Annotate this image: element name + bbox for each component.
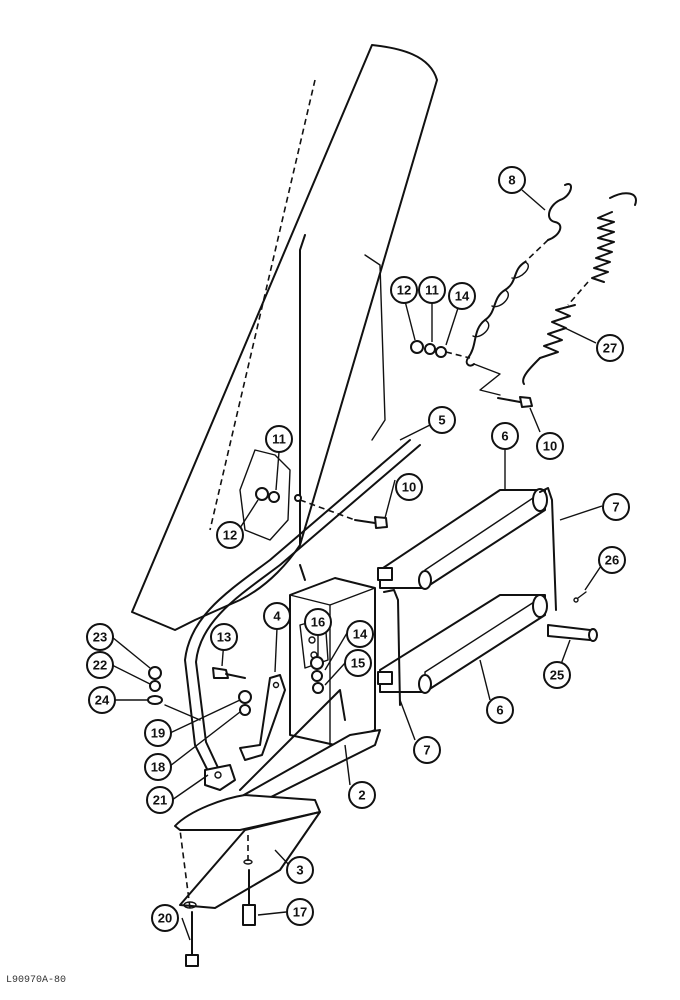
- svg-text:5: 5: [438, 413, 445, 428]
- svg-text:11: 11: [425, 283, 439, 298]
- spring: [522, 192, 637, 385]
- callout-4: 4: [263, 602, 291, 630]
- callout-20: 20: [151, 904, 179, 932]
- callout-12: 12: [390, 276, 418, 304]
- svg-text:17: 17: [293, 905, 307, 920]
- svg-text:3: 3: [296, 863, 303, 878]
- callout-25: 25: [543, 661, 571, 689]
- chain-hardware: [410, 340, 501, 396]
- callout-7: 7: [413, 736, 441, 764]
- arm-upper: [377, 488, 548, 590]
- callout-12: 12: [216, 521, 244, 549]
- bolt-17: [242, 869, 256, 926]
- nut-washer-23-22-24: [147, 666, 201, 721]
- svg-text:26: 26: [605, 553, 619, 568]
- svg-text:10: 10: [402, 480, 416, 495]
- svg-text:10: 10: [543, 439, 557, 454]
- callout-14: 14: [448, 282, 476, 310]
- arm-lower: [377, 594, 548, 694]
- svg-text:22: 22: [93, 658, 107, 673]
- callout-15: 15: [344, 649, 372, 677]
- svg-text:14: 14: [455, 289, 470, 304]
- svg-text:6: 6: [496, 703, 503, 718]
- callout-11: 11: [265, 425, 293, 453]
- svg-text:14: 14: [353, 627, 368, 642]
- svg-text:11: 11: [272, 432, 286, 447]
- svg-text:19: 19: [151, 726, 165, 741]
- shield-panel: [131, 44, 438, 631]
- callout-22: 22: [86, 651, 114, 679]
- svg-text:12: 12: [223, 528, 237, 543]
- bolt-lower: [299, 499, 388, 529]
- bolt-20: [185, 911, 199, 967]
- svg-text:7: 7: [423, 743, 430, 758]
- svg-text:8: 8: [508, 173, 515, 188]
- pin-25: [547, 624, 598, 642]
- callout-6: 6: [491, 422, 519, 450]
- callout-10: 10: [536, 432, 564, 460]
- box-hardware: [212, 656, 324, 694]
- bent-rod: [184, 439, 421, 776]
- svg-text:13: 13: [217, 630, 231, 645]
- svg-text:16: 16: [311, 615, 325, 630]
- clamp: [204, 764, 236, 791]
- callout-21: 21: [146, 786, 174, 814]
- svg-text:25: 25: [550, 668, 564, 683]
- callout-2: 2: [348, 781, 376, 809]
- callout-3: 3: [286, 856, 314, 884]
- cotter-pin: [573, 591, 587, 603]
- figure-reference-code: L90970A-80: [6, 975, 66, 986]
- chain: [465, 183, 572, 367]
- svg-text:15: 15: [351, 656, 365, 671]
- svg-text:2: 2: [358, 788, 365, 803]
- svg-text:18: 18: [151, 760, 165, 775]
- callout-19: 19: [144, 719, 172, 747]
- callout-5: 5: [428, 406, 456, 434]
- svg-text:12: 12: [397, 283, 411, 298]
- shoe-plate: [174, 794, 321, 909]
- bracket-4: [239, 674, 286, 761]
- callout-13: 13: [210, 623, 238, 651]
- svg-text:24: 24: [95, 693, 110, 708]
- callout-10: 10: [395, 473, 423, 501]
- callout-7: 7: [602, 493, 630, 521]
- svg-text:4: 4: [273, 609, 281, 624]
- svg-text:20: 20: [158, 911, 172, 926]
- bolt-upper: [497, 396, 533, 408]
- svg-text:21: 21: [153, 793, 167, 808]
- callout-24: 24: [88, 686, 116, 714]
- svg-text:23: 23: [93, 630, 107, 645]
- svg-text:27: 27: [603, 341, 617, 356]
- nut-washer-19-18: [238, 690, 252, 716]
- pin-upper: [539, 487, 557, 611]
- callout-14: 14: [346, 620, 374, 648]
- callout-26: 26: [598, 546, 626, 574]
- callout-16: 16: [304, 608, 332, 636]
- callout-8: 8: [498, 166, 526, 194]
- callout-6: 6: [486, 696, 514, 724]
- svg-text:6: 6: [501, 429, 508, 444]
- pin-lower: [383, 589, 401, 706]
- shield-bracket-hardware: [255, 487, 302, 503]
- leader-lines: [111, 189, 606, 941]
- svg-text:7: 7: [612, 500, 619, 515]
- callout-27: 27: [596, 334, 624, 362]
- callout-17: 17: [286, 898, 314, 926]
- callout-11: 11: [418, 276, 446, 304]
- callout-23: 23: [86, 623, 114, 651]
- callout-18: 18: [144, 753, 172, 781]
